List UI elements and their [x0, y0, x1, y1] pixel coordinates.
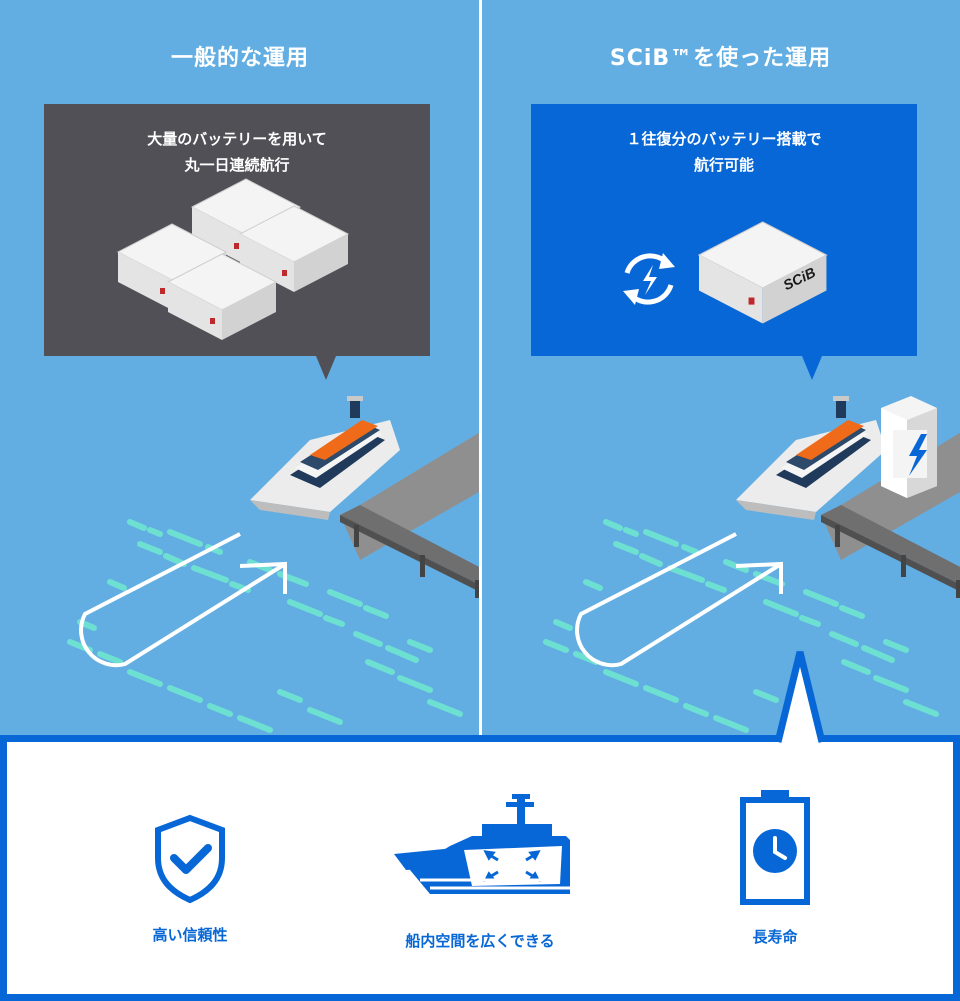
shield-check-icon: [155, 814, 225, 904]
feature-lifespan: 長寿命: [710, 788, 840, 947]
bubble-tail: [316, 356, 336, 380]
panel-title: SCiB™を使った運用: [609, 46, 832, 71]
scib-battery-icon: SCiB: [698, 221, 828, 325]
feature-reliability: 高い信頼性: [115, 812, 265, 945]
conventional-panel: 一般的な運用 大量のバッテリーを用いて 丸一日連続航行: [0, 0, 480, 735]
bubble-line: 大量のバッテリーを用いて: [147, 130, 327, 148]
bubble-tail: [802, 356, 822, 380]
speech-bubble: 大量のバッテリーを用いて 丸一日連続航行: [44, 104, 430, 380]
feature-space: 船内空間を広くできる: [375, 790, 585, 951]
feature-label: 長寿命: [752, 928, 798, 946]
battery-clock-icon: [740, 790, 810, 905]
bubble-line: １往復分のバッテリー搭載で: [626, 130, 822, 148]
feature-label: 高い信頼性: [152, 926, 228, 944]
panel-divider: [479, 0, 482, 740]
feature-label: 船内空間を広くできる: [405, 932, 555, 950]
panel-title: 一般的な運用: [170, 46, 309, 71]
bubble-line: 航行可能: [693, 156, 754, 174]
battery-stack-icon: [117, 178, 349, 341]
harbor-scene: [481, 396, 960, 735]
ship-space-icon: [394, 794, 570, 894]
bubble-line: 丸一日連続航行: [184, 156, 290, 174]
recharge-icon: [623, 253, 675, 305]
charging-station-icon: [881, 396, 937, 498]
speech-bubble: １往復分のバッテリー搭載で 航行可能 SCiB: [531, 104, 917, 380]
scib-panel: SCiB™を使った運用 １往復分のバッテリー搭載で 航行可能 SCiB: [481, 0, 960, 735]
